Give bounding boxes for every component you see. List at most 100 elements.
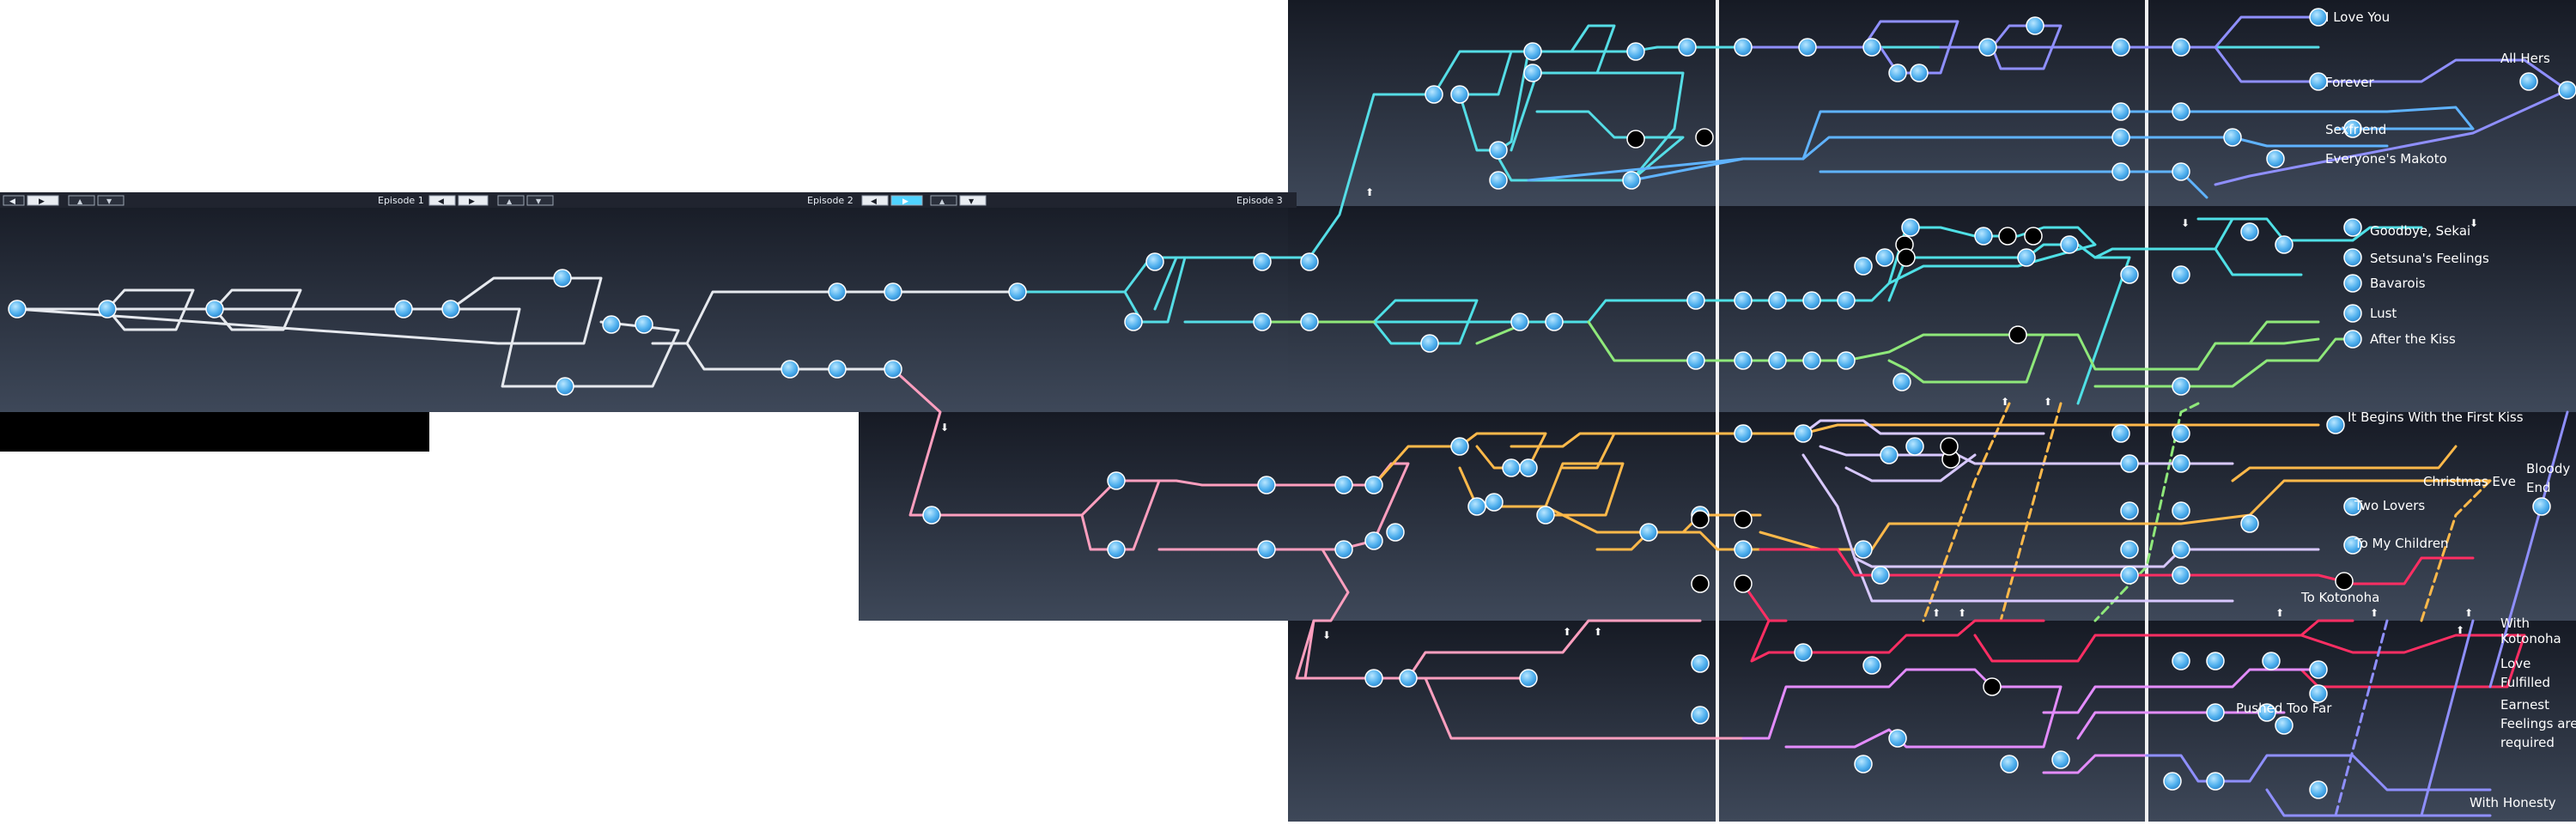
choice-node[interactable]: [1519, 669, 1538, 688]
choice-node[interactable]: [1639, 523, 1658, 542]
choice-node[interactable]: [2240, 222, 2259, 241]
choice-node[interactable]: [2343, 536, 2362, 555]
locked-node[interactable]: [1983, 677, 2002, 696]
choice-node[interactable]: [1862, 38, 1881, 57]
choice-node[interactable]: [1364, 476, 1383, 494]
choice-node[interactable]: [2120, 265, 2139, 284]
choice-node[interactable]: [1626, 42, 1645, 61]
choice-node[interactable]: [1364, 669, 1383, 688]
ending-fulfilled[interactable]: Fulfilled: [2500, 675, 2550, 690]
choice-node[interactable]: [1734, 291, 1753, 310]
choice-node[interactable]: [2206, 652, 2225, 670]
choice-node[interactable]: [1253, 252, 1272, 271]
nav-down-button-2[interactable]: [526, 195, 554, 206]
locked-node[interactable]: [2024, 227, 2043, 246]
choice-node[interactable]: [2223, 128, 2242, 147]
choice-node[interactable]: [1854, 540, 1873, 559]
choice-node[interactable]: [1686, 291, 1705, 310]
choice-node[interactable]: [2111, 38, 2130, 57]
choice-node[interactable]: [2519, 72, 2538, 91]
choice-node[interactable]: [922, 506, 941, 525]
choice-node[interactable]: [1871, 566, 1890, 585]
choice-node[interactable]: [884, 282, 902, 301]
choice-node[interactable]: [1910, 64, 1929, 82]
ending-bavarois[interactable]: Bavarois: [2370, 276, 2426, 291]
locked-node[interactable]: [2008, 325, 2027, 344]
choice-node[interactable]: [2172, 501, 2190, 520]
nav-up-button[interactable]: [68, 195, 95, 206]
choice-node[interactable]: [1798, 38, 1817, 57]
choice-node[interactable]: [2172, 424, 2190, 443]
choice-node[interactable]: [1489, 171, 1508, 190]
ending-i-love-you[interactable]: I Love You: [2325, 9, 2390, 25]
choice-node[interactable]: [2343, 119, 2362, 138]
choice-node[interactable]: [1802, 291, 1821, 310]
choice-node[interactable]: [1257, 540, 1276, 559]
ending-all-hers[interactable]: All Hers: [2500, 51, 2550, 66]
nav-play-button[interactable]: [27, 195, 59, 206]
nav-down-button-3[interactable]: [959, 195, 987, 206]
choice-node[interactable]: [1768, 351, 1787, 370]
locked-node[interactable]: [1734, 574, 1753, 593]
choice-node[interactable]: [1768, 291, 1787, 310]
choice-node[interactable]: [1008, 282, 1027, 301]
choice-node[interactable]: [1545, 312, 1564, 331]
choice-node[interactable]: [2558, 81, 2576, 100]
choice-node[interactable]: [2111, 128, 2130, 147]
choice-node[interactable]: [1300, 312, 1319, 331]
choice-node[interactable]: [2275, 235, 2293, 254]
choice-node[interactable]: [2206, 703, 2225, 722]
choice-node[interactable]: [1485, 493, 1504, 512]
choice-node[interactable]: [2172, 38, 2190, 57]
choice-node[interactable]: [1450, 85, 1469, 104]
choice-node[interactable]: [2120, 540, 2139, 559]
choice-node[interactable]: [2343, 330, 2362, 349]
choice-node[interactable]: [1978, 38, 1997, 57]
choice-node[interactable]: [1622, 171, 1641, 190]
choice-node[interactable]: [1253, 312, 1272, 331]
choice-node[interactable]: [1300, 252, 1319, 271]
ending-pushed-too-far[interactable]: Pushed Too Far: [2236, 701, 2332, 716]
choice-node[interactable]: [1519, 458, 1538, 477]
choice-node[interactable]: [2172, 102, 2190, 121]
locked-node[interactable]: [1998, 227, 2017, 246]
choice-node[interactable]: [2051, 750, 2070, 769]
choice-node[interactable]: [1467, 497, 1486, 516]
choice-node[interactable]: [1974, 227, 1993, 246]
choice-node[interactable]: [1837, 291, 1856, 310]
choice-node[interactable]: [2172, 566, 2190, 585]
ending-setsunas-feelings[interactable]: Setsuna's Feelings: [2370, 251, 2489, 266]
nav-right-button-2[interactable]: [458, 195, 489, 206]
choice-node[interactable]: [1510, 312, 1529, 331]
choice-node[interactable]: [2120, 566, 2139, 585]
choice-node[interactable]: [1678, 38, 1697, 57]
locked-node[interactable]: [1626, 130, 1645, 149]
choice-node[interactable]: [2000, 755, 2019, 773]
choice-node[interactable]: [2026, 16, 2044, 35]
choice-node[interactable]: [8, 300, 27, 318]
choice-node[interactable]: [2309, 780, 2328, 799]
locked-node[interactable]: [1897, 248, 1916, 267]
choice-node[interactable]: [1802, 351, 1821, 370]
choice-node[interactable]: [2275, 716, 2293, 735]
ending-two-lovers[interactable]: Two Lovers: [2354, 498, 2425, 513]
choice-node[interactable]: [1888, 729, 1907, 748]
choice-node[interactable]: [1124, 312, 1143, 331]
choice-node[interactable]: [98, 300, 117, 318]
ending-goodbye-sekai[interactable]: Goodbye, Sekai: [2370, 223, 2470, 239]
choice-node[interactable]: [1734, 424, 1753, 443]
choice-node[interactable]: [1734, 540, 1753, 559]
choice-node[interactable]: [1502, 458, 1521, 477]
locked-node[interactable]: [2335, 572, 2354, 591]
choice-node[interactable]: [1901, 218, 1920, 237]
choice-node[interactable]: [394, 300, 413, 318]
choice-node[interactable]: [1734, 351, 1753, 370]
choice-node[interactable]: [1837, 351, 1856, 370]
choice-node[interactable]: [2017, 248, 2036, 267]
ending-sexfriend[interactable]: Sexfriend: [2325, 122, 2386, 137]
choice-node[interactable]: [2240, 514, 2259, 533]
choice-node[interactable]: [828, 282, 847, 301]
choice-node[interactable]: [2172, 377, 2190, 396]
